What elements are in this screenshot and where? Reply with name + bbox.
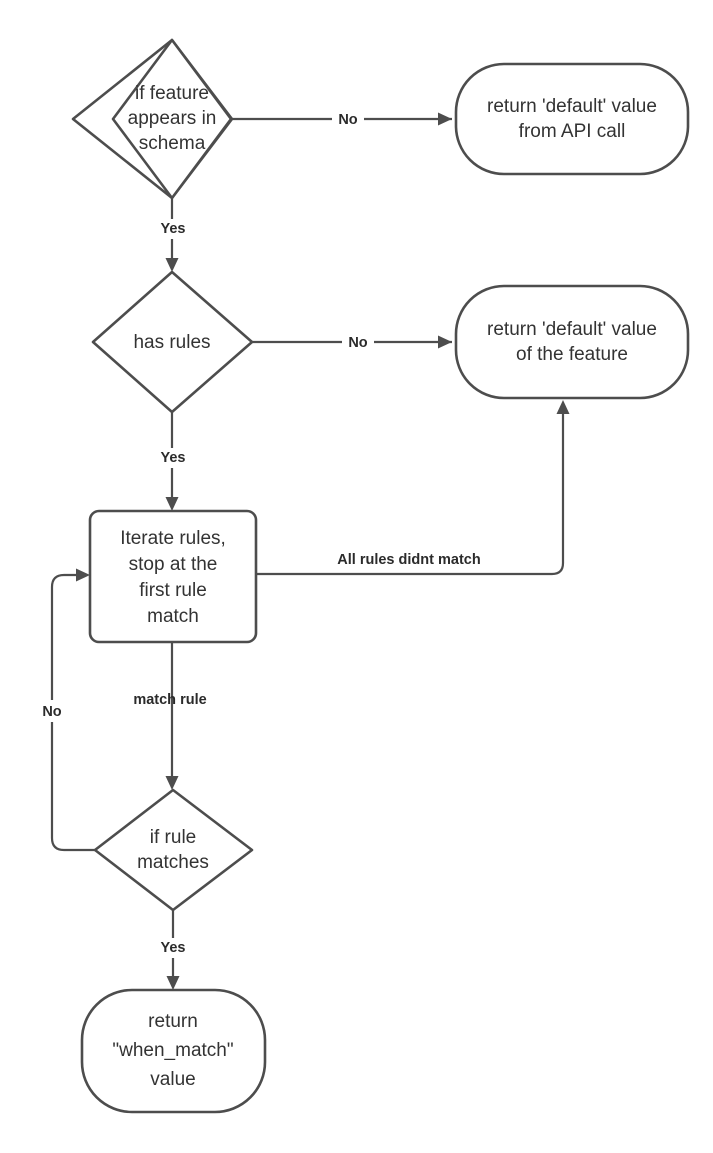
rounded-rect-shape — [80, 988, 267, 1114]
arrowhead-icon — [438, 112, 452, 126]
arrowhead-icon — [556, 400, 570, 414]
node-text-line-2: matches — [137, 852, 209, 873]
node-text-line-2: of the feature — [516, 344, 628, 365]
rounded-rect-shape — [454, 62, 690, 176]
edge-label-has-rules-no: No — [348, 335, 367, 351]
node-terminal-default-from-api[interactable]: return 'default' value from API call — [454, 62, 690, 176]
arrowhead-icon — [165, 497, 179, 511]
edge-label-backdrop — [342, 331, 374, 353]
edge-all-rules-didnt-match: All rules didnt match — [256, 400, 570, 576]
arrowhead-icon — [438, 335, 452, 349]
node-text-line-2: from API call — [519, 121, 626, 142]
node-decision-if-rule-matches[interactable]: if rule matches — [93, 788, 254, 912]
arrowhead-icon — [166, 976, 180, 990]
node-decision-feature-in-schema[interactable]: if feature appears in schema — [71, 38, 234, 200]
edge-has-rules-no: No — [252, 331, 452, 353]
arrowhead-icon — [165, 776, 179, 790]
edge-rule-yes: Yes — [155, 910, 191, 990]
diamond-shape-outline — [111, 38, 233, 200]
edge-label-backdrop — [318, 548, 500, 570]
node-process-iterate-rules[interactable]: Iterate rules, stop at the first rule ma… — [88, 509, 258, 644]
node-terminal-default-of-feature[interactable]: return 'default' value of the feature — [454, 284, 690, 400]
edge-label-schema-yes: Yes — [161, 221, 186, 237]
edge-label-backdrop — [36, 700, 68, 722]
node-text-line-1: if rule — [150, 827, 196, 848]
node-text-line-1: return 'default' value — [487, 96, 657, 117]
edge-label-backdrop — [332, 108, 364, 130]
node-text-line-3: first rule — [139, 580, 207, 601]
node-text-line-1: Iterate rules, — [120, 528, 226, 549]
edge-label-has-rules-yes: Yes — [161, 450, 186, 466]
rect-shape — [88, 509, 258, 644]
node-text-line-2: stop at the — [129, 554, 218, 575]
edge-label-schema-no: No — [338, 112, 357, 128]
node-text-line-2: appears in — [128, 108, 217, 129]
node-terminal-when-match-value[interactable]: return "when_match" value — [80, 988, 267, 1114]
edge-label-backdrop — [155, 448, 191, 468]
node-text-line-1: if feature — [135, 83, 209, 104]
node-text-line-1: has rules — [133, 332, 210, 353]
node-text-line-2: "when_match" — [112, 1040, 233, 1061]
edge-match-rule: match rule — [133, 642, 207, 790]
rounded-rect-shape — [454, 284, 690, 400]
edge-schema-yes: Yes — [155, 198, 191, 272]
edge-label-rule-no: No — [42, 704, 61, 720]
node-text-line-1: return — [148, 1011, 198, 1032]
arrowhead-icon — [165, 258, 179, 272]
edge-schema-no: No — [232, 108, 452, 130]
edge-label-match-rule: match rule — [133, 692, 206, 708]
edge-label-backdrop — [155, 938, 191, 958]
node-text-line-4: match — [147, 606, 199, 627]
edge-label-rule-yes: Yes — [161, 940, 186, 956]
edge-rule-no: No — [36, 568, 95, 852]
node-decision-has-rules[interactable]: has rules — [91, 270, 254, 414]
edge-line — [256, 406, 565, 576]
diamond-shape — [93, 788, 254, 912]
diamond-shape — [91, 270, 254, 414]
edge-label-all-rules-didnt-match: All rules didnt match — [337, 552, 480, 568]
node-text-line-1: return 'default' value — [487, 319, 657, 340]
edge-label-backdrop — [155, 219, 191, 239]
node-text-line-3: schema — [139, 133, 206, 154]
node-text-line-3: value — [150, 1069, 195, 1090]
arrowhead-icon — [76, 568, 90, 582]
edge-has-rules-yes: Yes — [155, 412, 191, 511]
